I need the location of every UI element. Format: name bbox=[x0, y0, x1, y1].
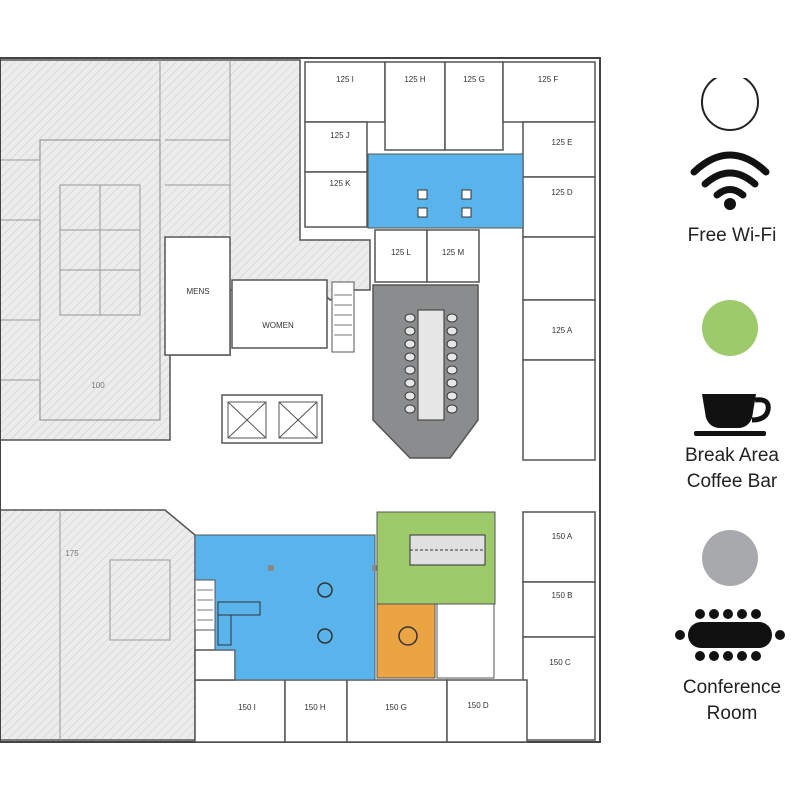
room-label: 150 B bbox=[552, 591, 573, 600]
room-label: 125 K bbox=[330, 179, 352, 188]
legend-conference-label-1: Conference bbox=[682, 677, 782, 698]
conference-chair bbox=[404, 378, 416, 388]
coffee-cup-icon bbox=[694, 300, 771, 436]
offices-125 bbox=[304, 61, 596, 461]
conference-chair bbox=[404, 404, 416, 414]
room-label: 150 G bbox=[385, 703, 407, 712]
hatched-suite-175 bbox=[0, 509, 196, 741]
orange-room bbox=[376, 603, 436, 679]
floor-plan: 125 I 125 H 125 G 125 F 125 J 125 E 125 … bbox=[0, 57, 601, 743]
conference-chair bbox=[404, 339, 416, 349]
legend-conference-label-2: Room bbox=[706, 703, 758, 724]
room-label: 125 A bbox=[552, 326, 573, 335]
conference-chair bbox=[404, 313, 416, 323]
legend-break-area: Break Area Coffee Bar bbox=[652, 298, 800, 495]
room-label: MENS bbox=[186, 287, 209, 296]
wifi-icon bbox=[690, 73, 770, 210]
room-label: 100 bbox=[91, 381, 105, 390]
room-label: 125 D bbox=[551, 188, 573, 197]
legend-break-label-2: Coffee Bar bbox=[686, 471, 778, 492]
conference-chair bbox=[446, 365, 458, 375]
conference-chair bbox=[446, 391, 458, 401]
legend-wifi: Free Wi-Fi bbox=[652, 73, 800, 249]
legend-conference: Conference Room bbox=[652, 530, 800, 727]
legend-break-label-1: Break Area bbox=[685, 445, 779, 466]
conference-chair bbox=[404, 391, 416, 401]
room-label: WOMEN bbox=[262, 321, 294, 330]
room-label: 125 J bbox=[330, 131, 350, 140]
room-label: 150 A bbox=[552, 532, 573, 541]
room-label: 125 E bbox=[552, 138, 573, 147]
conference-chair bbox=[446, 352, 458, 362]
conference-chair bbox=[404, 365, 416, 375]
wifi-lounge-upper bbox=[367, 153, 524, 229]
conference-chair bbox=[446, 313, 458, 323]
conference-chair bbox=[404, 326, 416, 336]
conference-chair bbox=[446, 326, 458, 336]
conference-chair bbox=[446, 339, 458, 349]
legend: Free Wi-Fi Break Area Coffee Bar Confere… bbox=[660, 0, 800, 800]
room-label: 175 bbox=[65, 549, 79, 558]
legend-wifi-label: Free Wi-Fi bbox=[687, 225, 777, 246]
room-label: 125 H bbox=[404, 75, 426, 84]
room-label: 150 C bbox=[549, 658, 571, 667]
room-label: 125 F bbox=[538, 75, 559, 84]
conference-table-icon bbox=[675, 530, 785, 661]
room-label: 125 I bbox=[336, 75, 354, 84]
conference-chair bbox=[446, 404, 458, 414]
room-label: 150 I bbox=[238, 703, 256, 712]
conference-chair bbox=[446, 378, 458, 388]
conference-table bbox=[417, 309, 445, 421]
conference-chair bbox=[404, 352, 416, 362]
room-label: 150 H bbox=[304, 703, 326, 712]
room-label: 150 D bbox=[467, 701, 489, 710]
room-label: 125 M bbox=[442, 248, 465, 257]
room-label: 125 L bbox=[391, 248, 412, 257]
room-label: 125 G bbox=[463, 75, 485, 84]
offices-150 bbox=[194, 511, 596, 743]
